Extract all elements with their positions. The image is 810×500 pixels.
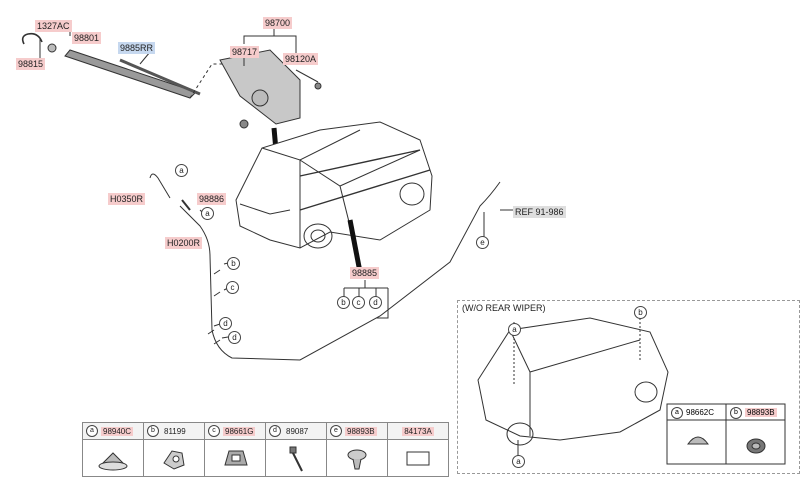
legend-number-0: 98940C xyxy=(101,426,134,436)
legend-pic-2 xyxy=(204,439,266,477)
callout-c: c xyxy=(226,281,239,294)
legend-letter-4: e xyxy=(330,425,342,437)
inset-legend-b-letter: b xyxy=(730,406,742,419)
label-1327ac: 1327AC xyxy=(35,20,72,32)
label-h0350r: H0350R xyxy=(108,193,146,205)
inset-legend-b: b 98893B xyxy=(727,405,785,420)
inset-legend-a: a 98662C xyxy=(668,405,726,420)
legend-letter-2: c xyxy=(208,425,220,437)
label-98717: 98717 xyxy=(230,46,260,58)
legend-pic-3 xyxy=(265,439,327,477)
legend-cell-2: c 98661G xyxy=(204,422,266,440)
label-98801: 98801 xyxy=(72,32,102,44)
legend-pic-1 xyxy=(143,439,205,477)
legend-number-3: 89087 xyxy=(286,426,309,436)
label-ref-91-986: REF 91-986 xyxy=(513,206,566,218)
cable-tie-icon xyxy=(289,446,303,472)
label-9885rr: 9885RR xyxy=(118,42,156,54)
legend-cell-4: e 98893B xyxy=(326,422,388,440)
callout-c-98885: c xyxy=(352,296,365,309)
legend-number-1: 81199 xyxy=(164,426,186,436)
legend-cell-5: 84173A xyxy=(387,422,449,440)
label-98886: 98886 xyxy=(197,193,227,205)
legend-number-5: 84173A xyxy=(402,426,434,436)
inset-legend-a-letter: a xyxy=(671,406,683,419)
label-98815: 98815 xyxy=(16,58,46,70)
legend-number-4: 98893B xyxy=(345,426,377,436)
callout-a-upper: a xyxy=(175,164,188,177)
retainer-clip-icon xyxy=(224,450,248,466)
plug-rectangle-icon xyxy=(406,451,430,466)
inset-callout-a-top: a xyxy=(508,323,521,336)
push-pin-icon xyxy=(347,449,367,470)
legend-cell-3: d 89087 xyxy=(265,422,327,440)
callout-a-lower: a xyxy=(201,207,214,220)
label-98700: 98700 xyxy=(263,17,293,29)
callout-d-lower: d xyxy=(228,331,241,344)
callout-b-98885: b xyxy=(337,296,350,309)
callout-b: b xyxy=(227,257,240,270)
legend-letter-3: d xyxy=(269,425,281,437)
label-h0200r: H0200R xyxy=(165,237,203,249)
label-98120a: 98120A xyxy=(283,53,319,65)
legend-number-2: 98661G xyxy=(223,426,256,436)
callout-d-upper: d xyxy=(219,317,232,330)
label-98885: 98885 xyxy=(350,267,380,279)
callout-e: e xyxy=(476,236,489,249)
inset-title: (W/O REAR WIPER) xyxy=(462,303,546,313)
legend-cell-0: a 98940C xyxy=(82,422,144,440)
legend-cell-1: b 81199 xyxy=(143,422,205,440)
inset-legend-a-number: 98662C xyxy=(686,408,715,417)
inset-legend-b-number: 98893B xyxy=(745,408,777,417)
parts-legend-table: a 98940C b 81199 c 98661G d 89087 e 9889… xyxy=(82,422,449,477)
legend-pic-5 xyxy=(387,439,449,477)
legend-letter-1: b xyxy=(147,425,159,437)
callout-d-98885: d xyxy=(369,296,382,309)
hose-clip-icon xyxy=(163,450,185,470)
legend-letter-0: a xyxy=(86,425,98,437)
inset-callout-b-top: b xyxy=(634,306,647,319)
legend-pic-4 xyxy=(326,439,388,477)
grommet-clip-icon xyxy=(98,452,128,471)
inset-without-rear-wiper xyxy=(457,300,800,474)
inset-callout-a-bottom: a xyxy=(512,455,525,468)
legend-pic-0 xyxy=(82,439,144,477)
